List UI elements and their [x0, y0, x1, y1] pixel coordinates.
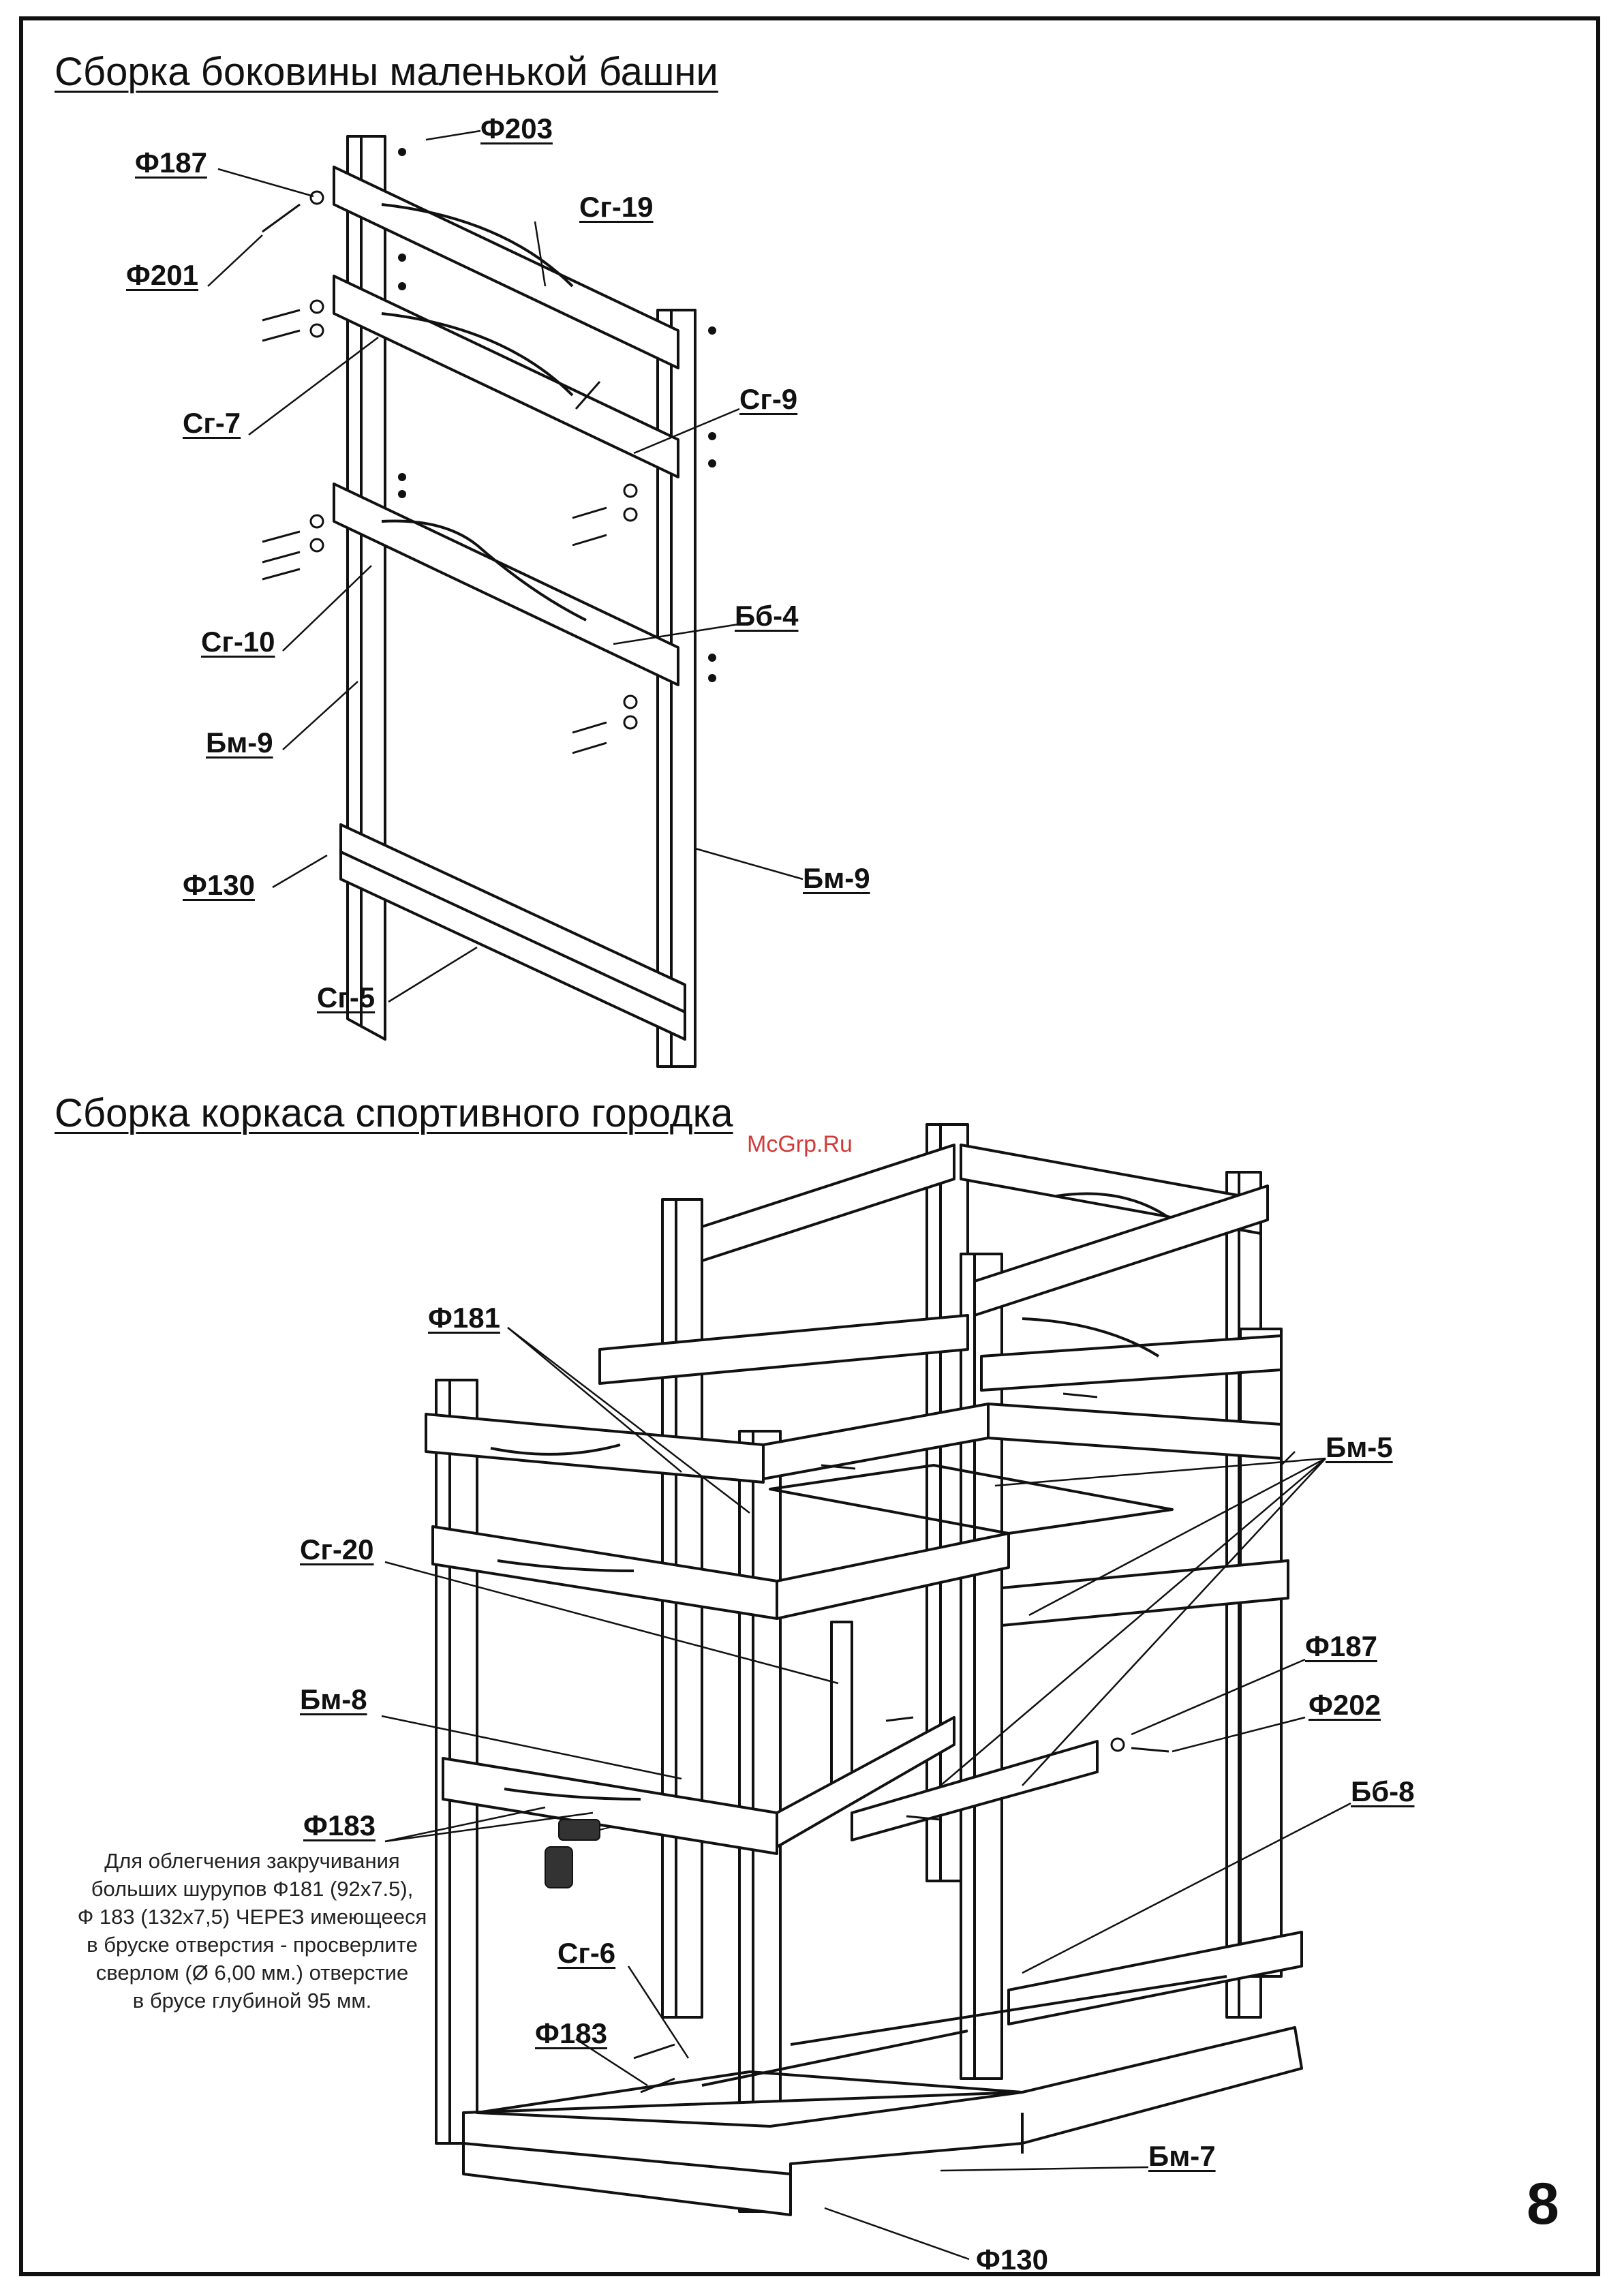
label-sg5: Сг-5 [317, 981, 376, 1013]
leader-lines-bottom [381, 1327, 1351, 2261]
frame-drawing [425, 1123, 1303, 2216]
label-f187-top: Ф187 [135, 147, 207, 179]
label-f201: Ф201 [126, 259, 198, 291]
label-sg9: Сг-9 [739, 383, 798, 415]
note-line: в брусе глубиной 95 мм. [132, 1989, 372, 2012]
note-line: Для облегчения закручивания [104, 1849, 400, 1873]
label-bm5: Бм-5 [1326, 1431, 1393, 1463]
post-right [656, 309, 697, 1068]
label-f130-bottom: Ф130 [976, 2244, 1048, 2276]
label-bm8: Бм-8 [300, 1683, 367, 1715]
label-f203: Ф203 [480, 112, 553, 144]
note-line: в бруске отверстия - просверлите [87, 1933, 418, 1957]
watermark: McGrp.Ru [747, 1131, 853, 1157]
label-bm9-left: Бм-9 [206, 726, 273, 759]
screws-top [262, 203, 607, 754]
post-left [346, 135, 386, 1041]
washers [309, 190, 638, 730]
section-title-frame: Сборка коркаса спортивного городка [55, 1091, 733, 1135]
label-sg7: Сг-7 [183, 407, 241, 439]
side-panel-drawing [262, 135, 716, 1068]
label-f202: Ф202 [1309, 1689, 1381, 1721]
drill-icon [545, 1819, 614, 1888]
label-f187-bottom: Ф187 [1305, 1630, 1377, 1662]
note-line: Ф 183 (132х7,5) ЧЕРЕЗ имеющееся [77, 1905, 427, 1929]
page-number: 8 [1527, 2171, 1559, 2237]
note-line: больших шурупов Ф181 (92х7.5), [91, 1877, 414, 1901]
label-bb8: Бб-8 [1351, 1775, 1415, 1807]
label-sg19: Сг-19 [579, 191, 654, 223]
label-f183-bottom: Ф183 [535, 2017, 607, 2049]
label-bm9-right: Бм-9 [803, 862, 870, 894]
label-f181: Ф181 [428, 1302, 500, 1334]
section-title-side: Сборка боковины маленькой башни [55, 50, 718, 94]
label-bm7: Бм-7 [1148, 2140, 1216, 2172]
note-line: сверлом (Ø 6,00 мм.) отверстие [95, 1961, 409, 1985]
label-sg6: Сг-6 [557, 1937, 616, 1969]
page-border [19, 16, 1600, 2276]
label-sg20: Сг-20 [300, 1533, 374, 1565]
label-bb4: Бб-4 [735, 600, 799, 632]
label-sg10: Сг-10 [201, 626, 275, 658]
leader-lines-top [207, 129, 804, 1003]
rail-sg10 [333, 483, 679, 686]
label-f130-top: Ф130 [183, 869, 255, 901]
drilling-note: Для облегчения закручивания больших шуру… [41, 1847, 463, 2015]
bolt-heads [398, 148, 716, 682]
label-f183-top: Ф183 [303, 1809, 376, 1841]
